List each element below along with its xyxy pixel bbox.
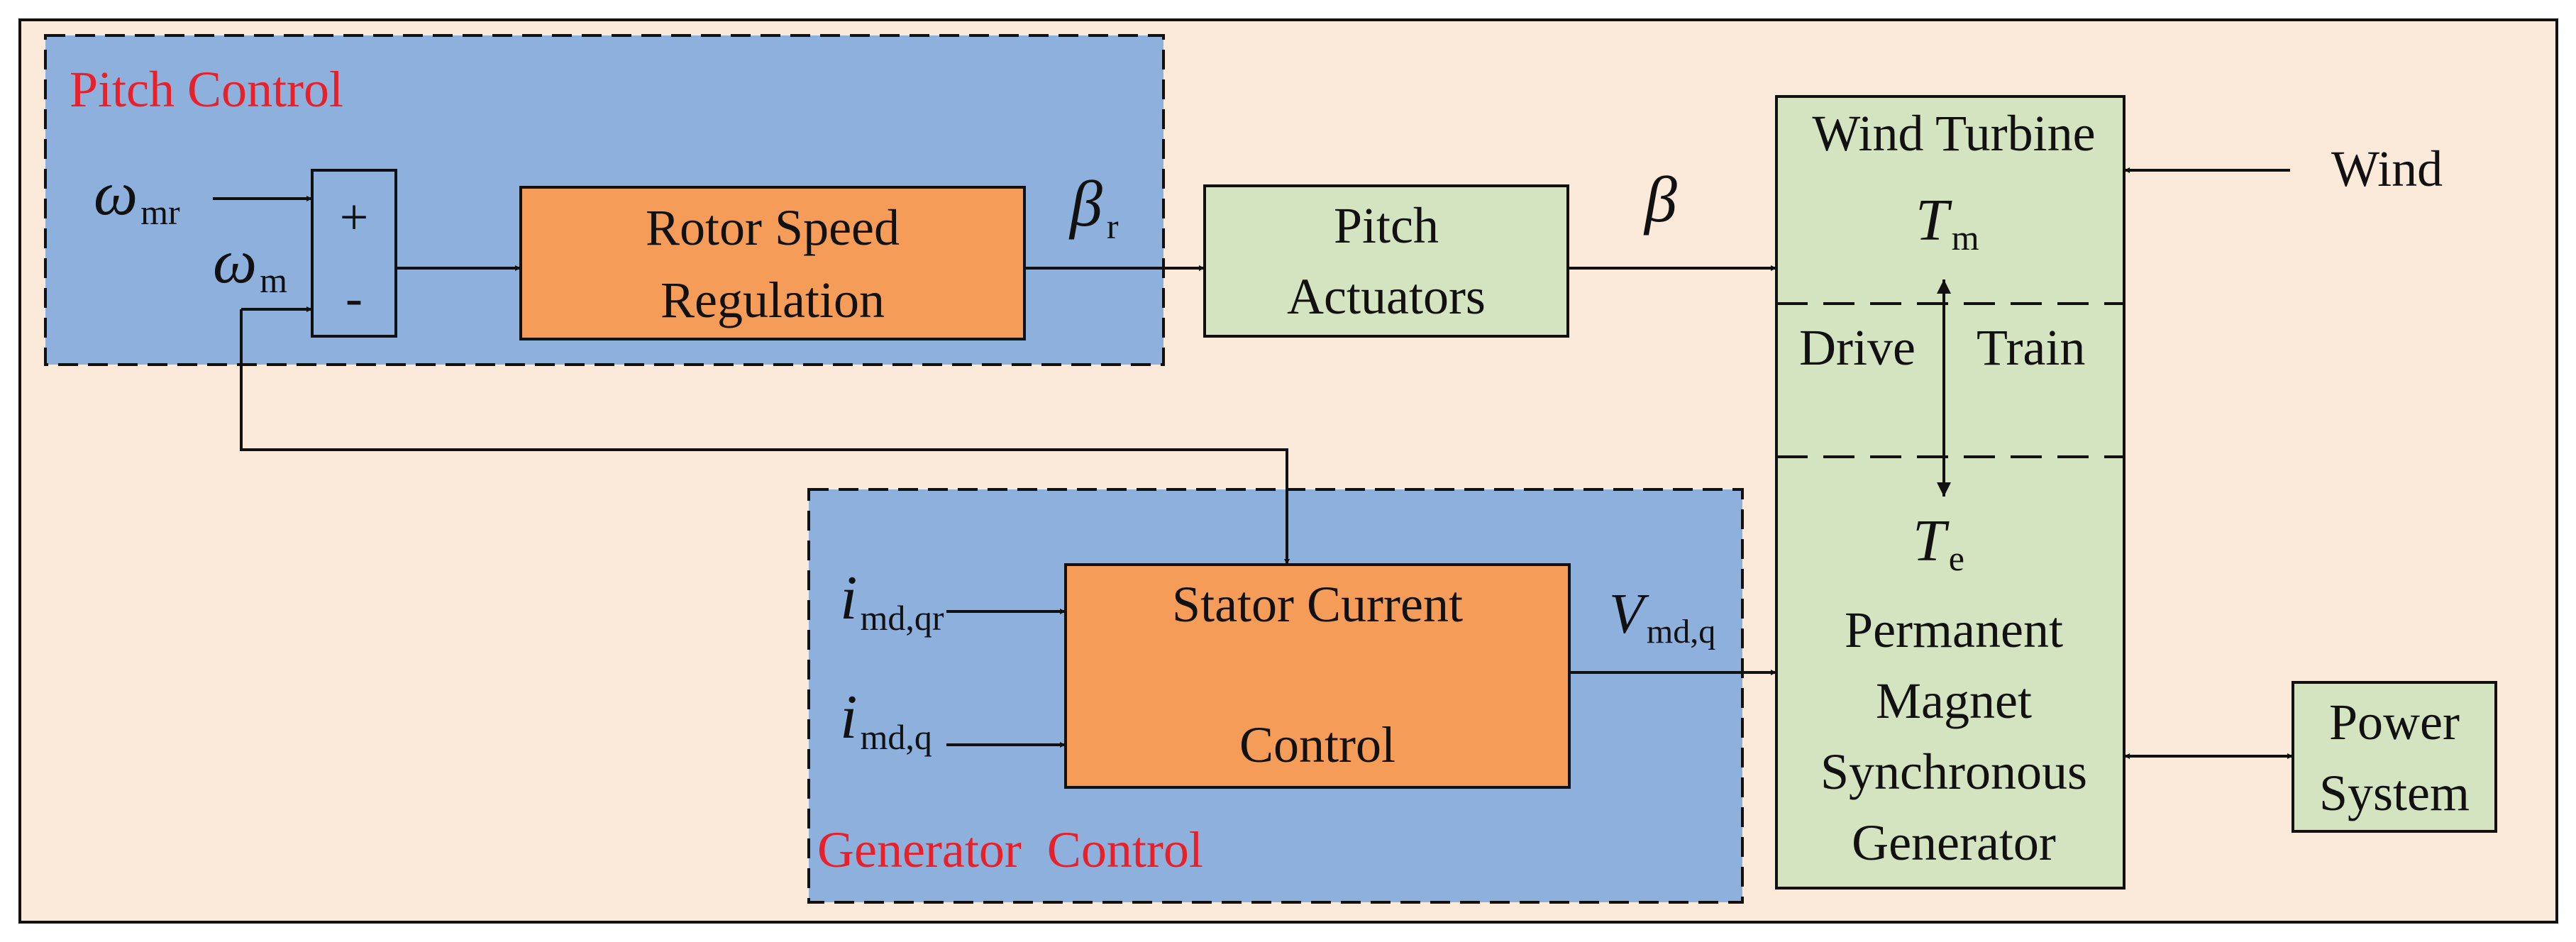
stator-current-control-block [1064, 563, 1571, 789]
v-mdq-label: Vmd,q [1609, 583, 1715, 650]
tm-label: Tm [1916, 187, 1979, 257]
pitch-actuators-label-line1: Pitch [1334, 197, 1439, 254]
beta-label: β [1643, 163, 1677, 236]
i-mdq-label: imd,q [840, 683, 932, 757]
summing-junction [311, 169, 397, 338]
pmsg-label-line2: Magnet [1876, 672, 2032, 729]
pitch-actuators-block [1203, 184, 1569, 338]
wind-turbine-title: Wind Turbine [1812, 105, 2095, 162]
stator-current-label-line1: Stator Current [1172, 576, 1463, 633]
pmsg-label-line3: Synchronous [1820, 743, 2087, 800]
omega-mr-label: ωmr [94, 160, 180, 232]
power-system-label-line1: Power [2329, 694, 2460, 750]
pitch-control-title: Pitch Control [70, 61, 343, 118]
wind-label: Wind [2331, 140, 2443, 197]
rotor-speed-label-line2: Regulation [660, 272, 885, 328]
plus-sign: + [340, 189, 369, 245]
power-system-label-line2: System [2319, 765, 2470, 821]
pmsg-label-line1: Permanent [1845, 602, 2063, 658]
minus-sign: - [346, 270, 363, 326]
i-mdqr-label: imd,qr [840, 564, 944, 638]
stator-current-label-line2: Control [1239, 716, 1395, 773]
rotor-speed-regulation-block [519, 186, 1026, 340]
omega-m-feedback-path [240, 309, 1290, 565]
omega-m-label: ωm [213, 228, 287, 300]
generator-control-title: Generator Control [817, 821, 1203, 878]
power-system-block [2292, 681, 2497, 833]
rotor-speed-label-line1: Rotor Speed [646, 199, 900, 256]
pitch-actuators-label-line2: Actuators [1287, 268, 1486, 325]
train-label: Train [1977, 319, 2085, 376]
drive-label: Drive [1799, 319, 1916, 376]
te-label: Te [1913, 508, 1964, 578]
pmsg-label-line4: Generator [1852, 814, 2056, 871]
